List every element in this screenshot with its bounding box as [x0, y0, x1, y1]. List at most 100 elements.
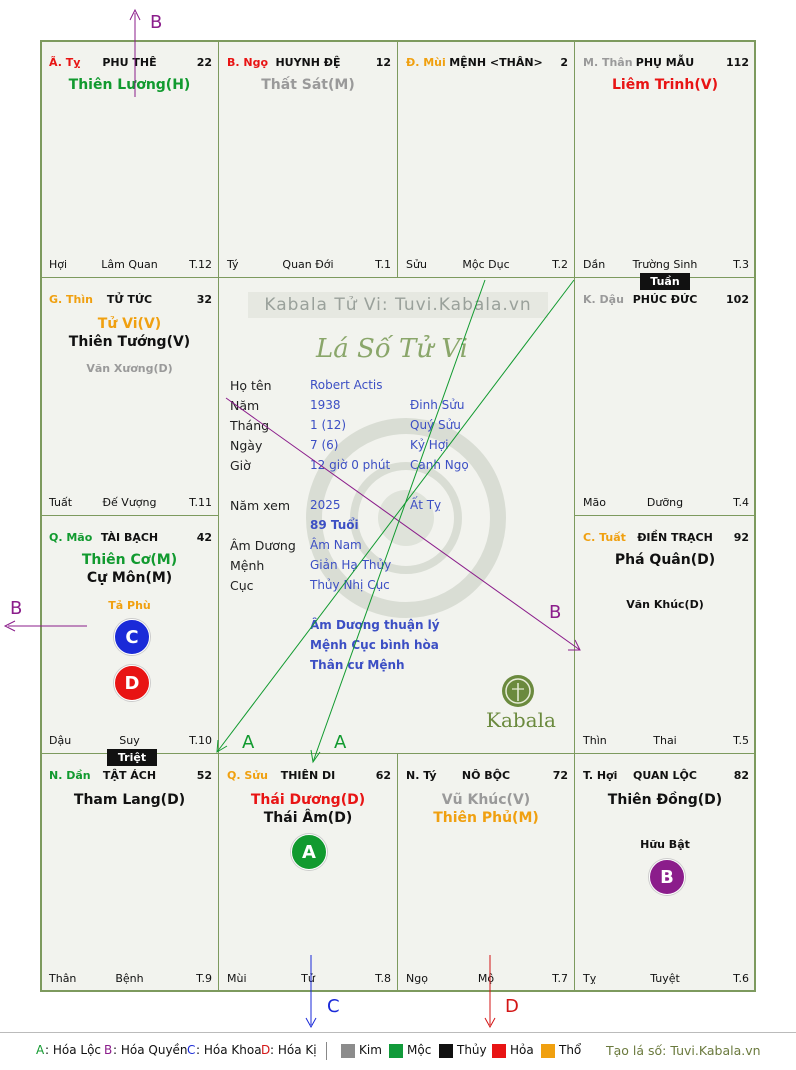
note-am-duong: Âm Dương thuận lý [310, 618, 440, 632]
palace-tuat[interactable]: C. Tuất ĐIỀN TRẠCH 92 Phá Quân(D) Văn Kh… [574, 515, 756, 754]
major-star: Thiên Tướng(V) [68, 334, 191, 350]
major-star: Thiên Lương(H) [68, 77, 191, 93]
palace-chi: N. Dần [49, 769, 91, 782]
life-stage: Quan Đới [282, 258, 334, 271]
life-stage: Trường Sinh [632, 258, 698, 271]
palace-number: 22 [196, 56, 212, 69]
info-value-hour: 12 giờ 0 phút [310, 458, 391, 472]
palace-chi: Đ. Mùi [406, 56, 446, 69]
info-value-month: 1 (12) [310, 418, 347, 432]
info-value-cuc: Thủy Nhị Cục [310, 578, 390, 592]
legend-tho: Thổ [559, 1043, 582, 1057]
hoa-swatch [492, 1044, 506, 1058]
stage: Ngọ [406, 972, 428, 985]
info-can-month: Quý Sửu [410, 418, 461, 432]
info-value-year: 1938 [310, 398, 341, 412]
life-stage: Tử [301, 972, 315, 985]
palace-thin[interactable]: G. Thìn TỬ TỨC 32 Tử Vi(V) Thiên Tướng(V… [40, 277, 219, 516]
major-star: Tử Vi(V) [97, 316, 162, 332]
palace-name: TÀI BẠCH [100, 531, 159, 544]
minor-star: Văn Xương(D) [86, 362, 173, 375]
hoa-loc-badge: A [291, 834, 327, 870]
info-label-month: Tháng [230, 418, 270, 433]
major-star: Thái Dương(D) [250, 792, 366, 808]
month: T.7 [552, 972, 568, 985]
palace-name: THIÊN DI [280, 769, 336, 782]
month: T.6 [733, 972, 749, 985]
info-label-hour: Giờ [230, 458, 251, 473]
major-star: Thái Âm(D) [263, 810, 353, 826]
triet-badge: Triệt [107, 749, 157, 766]
life-stage: Dưỡng [646, 496, 684, 509]
stage: Dậu [49, 734, 72, 747]
footer-divider [0, 1032, 796, 1033]
arrow-label-b-mid: B [549, 602, 562, 623]
palace-name: TỬ TỨC [106, 293, 153, 306]
info-value-name: Robert Actis [310, 378, 383, 392]
palace-chi: K. Dậu [583, 293, 624, 306]
palace-suu[interactable]: Q. Sửu THIÊN DI 62 Thái Dương(D) Thái Âm… [218, 753, 398, 992]
palace-chi: B. Ngọ [227, 56, 269, 69]
palace-name: PHÚC ĐỨC [632, 293, 698, 306]
stage: Mùi [227, 972, 247, 985]
major-star: Thất Sát(M) [261, 77, 355, 93]
arrow-label-a-1: A [242, 732, 255, 753]
palace-dan[interactable]: N. Dần TẬT ÁCH 52 Tham Lang(D) Thân Bệnh… [40, 753, 219, 992]
life-stage: Suy [119, 734, 140, 747]
palace-number: 2 [560, 56, 568, 69]
major-star: Vũ Khúc(V) [441, 792, 531, 808]
legend-hoa-loc-key: A [36, 1043, 45, 1057]
palace-number: 92 [733, 531, 749, 544]
hoa-khoa-badge: C [114, 619, 150, 655]
major-star: Cự Môn(M) [86, 570, 173, 586]
stage: Hợi [49, 258, 68, 271]
hoa-ki-badge: D [114, 665, 150, 701]
palace-name: TẬT ÁCH [102, 769, 157, 782]
palace-than-top[interactable]: M. Thân PHỤ MẪU 112 Liêm Trinh(V) Dần Tr… [574, 40, 756, 278]
kim-swatch [341, 1044, 355, 1058]
kabala-brand: Kabala [486, 708, 556, 732]
legend-moc: Mộc [407, 1043, 432, 1057]
life-stage: Đế Vượng [102, 496, 157, 509]
palace-mao[interactable]: Q. Mão TÀI BẠCH 42 Thiên Cơ(M) Cự Môn(M)… [40, 515, 219, 754]
palace-dau[interactable]: K. Dậu PHÚC ĐỨC 102 Mão Dưỡng T.4 [574, 277, 756, 516]
info-label-day: Ngày [230, 438, 263, 453]
palace-ty-top[interactable]: Ã. Tỵ PHU THÊ 22 Thiên Lương(H) Hợi Lâm … [40, 40, 219, 278]
palace-chi: T. Hợi [583, 769, 618, 782]
info-can-view-year: Ất Tỵ [410, 498, 442, 512]
major-star: Phá Quân(D) [614, 552, 716, 568]
chart-title: Lá Số Tử Vi [316, 334, 469, 364]
palace-number: 52 [196, 769, 212, 782]
palace-chi: G. Thìn [49, 293, 93, 306]
palace-hoi[interactable]: T. Hợi QUAN LỘC 82 Thiên Đồng(D) Hữu Bật… [574, 753, 756, 992]
legend-separator [326, 1042, 327, 1060]
stage: Tý [227, 258, 239, 271]
info-value-am-duong: Âm Nam [310, 538, 362, 552]
palace-name: NÔ BỘC [461, 769, 511, 782]
moc-swatch [389, 1044, 403, 1058]
life-stage: Tuyệt [650, 972, 680, 985]
palace-name: PHU THÊ [102, 56, 157, 69]
palace-ty-bottom[interactable]: N. Tý NÔ BỘC 72 Vũ Khúc(V) Thiên Phủ(M) … [397, 753, 575, 992]
palace-name: MỆNH <THÂN> [449, 56, 543, 69]
arrow-label-c-bottom: C [327, 996, 340, 1017]
footer-site-link[interactable]: Tạo lá số: Tuvi.Kabala.vn [606, 1043, 761, 1058]
palace-number: 62 [375, 769, 391, 782]
month: T.11 [189, 496, 212, 509]
kabala-logo-icon [502, 675, 534, 707]
major-star: Thiên Phủ(M) [433, 810, 539, 826]
palace-number: 82 [733, 769, 749, 782]
info-label-name: Họ tên [230, 378, 272, 393]
life-stage: Mộc Dục [462, 258, 510, 271]
legend-hoa-ki-key: D [261, 1043, 271, 1057]
palace-number: 42 [196, 531, 212, 544]
palace-chi: C. Tuất [583, 531, 626, 544]
major-star: Tham Lang(D) [73, 792, 186, 808]
info-can-hour: Canh Ngọ [410, 458, 469, 472]
note-menh-cuc: Mệnh Cục bình hòa [310, 638, 439, 652]
stage: Thân [49, 972, 77, 985]
palace-name: PHỤ MẪU [635, 56, 695, 69]
palace-mui[interactable]: Đ. Mùi MỆNH <THÂN> 2 Sửu Mộc Dục T.2 [397, 40, 575, 278]
life-stage: Bệnh [115, 972, 144, 985]
palace-ngo[interactable]: B. Ngọ HUYNH ĐỆ 12 Thất Sát(M) Tý Quan Đ… [218, 40, 398, 278]
